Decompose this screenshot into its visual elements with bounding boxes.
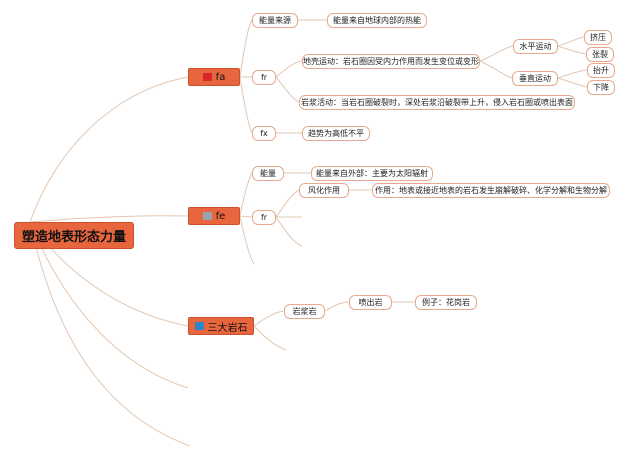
fa-energy-detail-node[interactable]: 能量来自地球内部的热能 — [327, 13, 427, 28]
branch-three-rocks[interactable]: 三大岩石 — [188, 317, 254, 335]
subside-node[interactable]: 下降 — [587, 80, 615, 95]
fa-fx-node[interactable]: fx — [252, 126, 276, 141]
red-flag-icon — [202, 73, 212, 81]
tension-node[interactable]: 张裂 — [586, 47, 614, 62]
fe-energy-node[interactable]: 能量 — [252, 166, 284, 181]
example-node[interactable]: 例子：花岗岩 — [415, 295, 477, 310]
branch-fa-label: fa — [215, 71, 226, 83]
fa-fr-node[interactable]: fr — [252, 70, 276, 85]
blue-flag-icon — [194, 322, 204, 330]
fe-fr-node[interactable]: fr — [252, 210, 276, 225]
root-topic[interactable]: 塑造地表形态力量 — [14, 222, 134, 249]
root-label: 塑造地表形态力量 — [21, 230, 126, 245]
gray-flag-icon — [202, 212, 212, 220]
crust-movement-node[interactable]: 地壳运动：岩石圈因受内力作用而发生变位或变形 — [302, 54, 480, 69]
igneous-rock-node[interactable]: 岩浆岩 — [284, 304, 325, 319]
squeeze-node[interactable]: 挤压 — [584, 30, 612, 45]
vertical-movement-node[interactable]: 垂直运动 — [512, 71, 558, 86]
horizontal-movement-node[interactable]: 水平运动 — [513, 39, 558, 54]
magma-activity-node[interactable]: 岩浆活动：当岩石圈破裂时，深处岩浆沿破裂带上升，侵入岩石圈或喷出表面 — [299, 95, 575, 110]
uplift-node[interactable]: 抬升 — [587, 63, 615, 78]
fe-energy-detail-node[interactable]: 能量来自外部：主要为太阳辐射 — [311, 166, 433, 181]
weathering-detail-node[interactable]: 作用：地表或接近地表的岩石发生崩解破碎、化学分解和生物分解 — [372, 183, 610, 198]
branch-fa[interactable]: fa — [188, 68, 240, 86]
extrusive-rock-node[interactable]: 喷出岩 — [349, 295, 392, 310]
branch-rocks-label: 三大岩石 — [207, 322, 248, 334]
fa-energy-node[interactable]: 能量来源 — [252, 13, 298, 28]
trend-node[interactable]: 趋势为高低不平 — [302, 126, 370, 141]
branch-fe-label: fe — [215, 210, 226, 222]
branch-fe[interactable]: fe — [188, 207, 240, 225]
weathering-node[interactable]: 风化作用 — [299, 183, 349, 198]
